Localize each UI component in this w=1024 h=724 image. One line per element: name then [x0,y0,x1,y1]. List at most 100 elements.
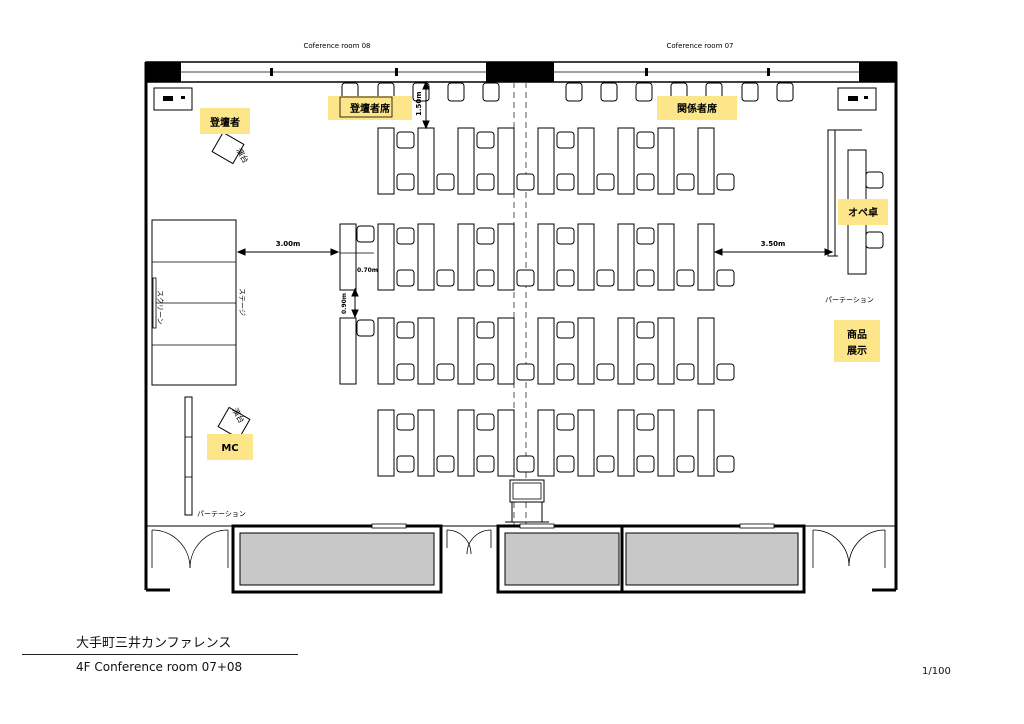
chair [716,363,735,381]
table [339,223,357,291]
table [577,409,595,477]
product-display-label-2: 展示 [847,345,867,357]
chair [636,363,655,381]
chair [556,321,575,339]
chair [476,269,495,287]
table [577,127,595,195]
table [457,127,475,195]
table [339,317,357,385]
related-seats-label: 関係者席 [677,102,717,115]
table [497,127,515,195]
chair [596,363,615,381]
chair [476,321,495,339]
table [537,317,555,385]
table [617,409,635,477]
gap-left-label: 3.00m [276,240,301,248]
chair [516,269,535,287]
table [657,127,675,195]
table [617,127,635,195]
chair [396,455,415,473]
table-grid [339,127,735,477]
table [657,223,675,291]
table [417,409,435,477]
chair [436,455,455,473]
dimension-lines [236,80,834,319]
camera-stand [505,479,549,523]
chair [676,173,695,191]
table [617,223,635,291]
chair [556,173,575,191]
doors [151,529,886,569]
center-pillar [486,62,554,82]
corner-pillar [859,62,896,82]
top-gap-label: 1.50m [415,91,423,116]
chair [476,227,495,245]
chair [600,82,618,102]
chair [556,413,575,431]
table [657,409,675,477]
table [537,409,555,477]
chair [436,363,455,381]
speaker-seats-highlight [328,96,412,120]
chair [741,82,759,102]
table [457,317,475,385]
chair [676,363,695,381]
stage [151,219,237,386]
table [697,317,715,385]
chair [516,363,535,381]
chair [716,455,735,473]
chair [436,173,455,191]
table [497,317,515,385]
chair [482,82,500,102]
scale-label: 1/100 [922,666,951,677]
table [457,223,475,291]
chair [476,363,495,381]
speaker-highlight [200,108,250,134]
mc-label: MC [221,443,238,454]
product-display-label-1: 商品 [847,328,867,341]
chair [556,131,575,149]
gap-right-label: 3.50m [761,240,786,248]
operator-desk-label: オペ卓 [848,206,878,219]
chair [556,227,575,245]
chair [635,82,653,102]
chair [636,269,655,287]
table [377,409,395,477]
partition-left-label: パーテーション [197,510,246,518]
screen [152,277,157,329]
table [537,127,555,195]
room-divider [513,82,527,588]
table [537,223,555,291]
table [577,223,595,291]
table [377,127,395,195]
mc-highlight [207,434,253,460]
chair [396,227,415,245]
table [377,317,395,385]
table [657,317,675,385]
chair [716,173,735,191]
chair [396,269,415,287]
monitor-right [837,87,877,111]
chair [636,455,655,473]
speaker-seats-label: 登壇者席 [349,102,390,115]
chair [636,227,655,245]
chair [556,269,575,287]
chair [636,131,655,149]
product-display-highlight [834,320,880,362]
monitor-left [153,87,193,111]
chair [596,173,615,191]
chair [436,269,455,287]
room-07-label: Coference room 07 [666,42,733,50]
chair [476,455,495,473]
chair [476,131,495,149]
footer-divider [22,654,298,655]
chair [556,455,575,473]
table [617,317,635,385]
chair [476,413,495,431]
chair [636,173,655,191]
chair [396,413,415,431]
table [417,223,435,291]
chair [516,455,535,473]
chair [396,363,415,381]
